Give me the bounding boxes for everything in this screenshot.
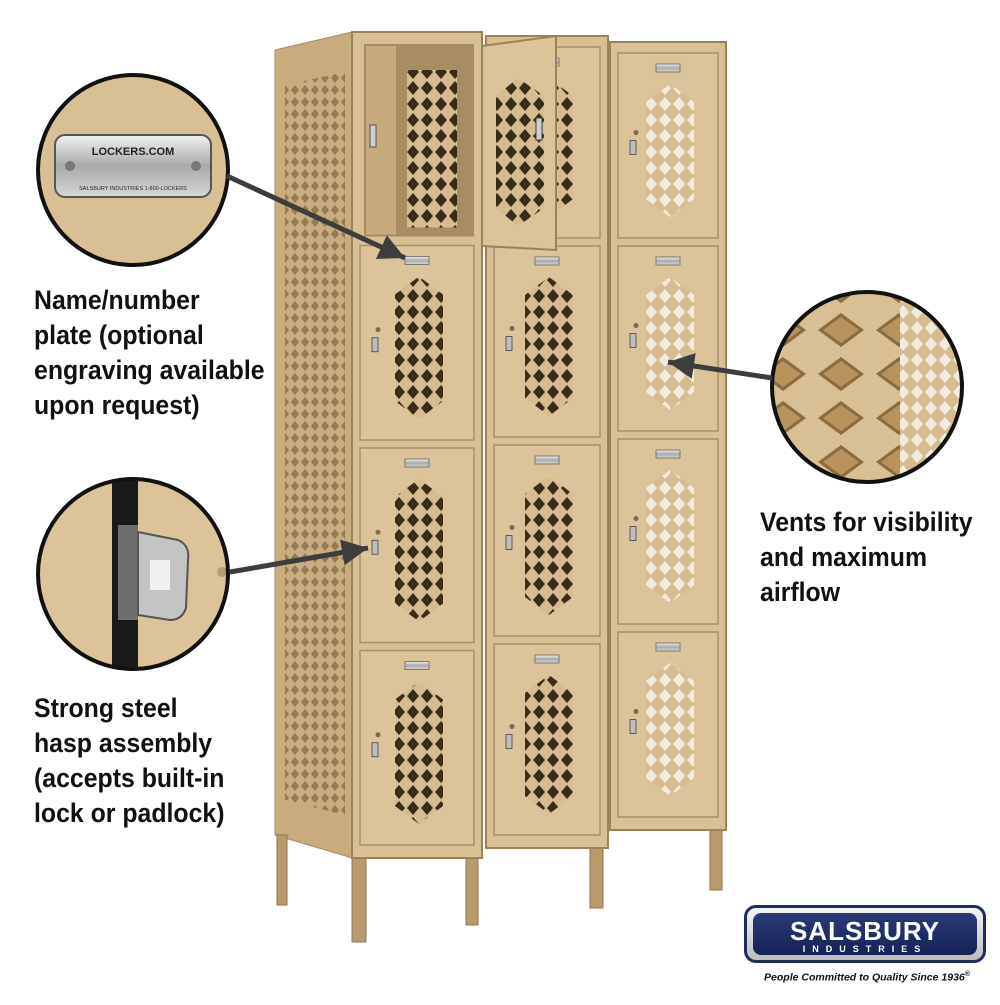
door-rivet <box>509 326 515 331</box>
hasp-caption: Strong steel hasp assembly (accepts buil… <box>34 691 224 831</box>
door-rivet <box>509 724 515 729</box>
name-plate-arrow-line <box>225 173 407 261</box>
zoom-plate <box>54 134 212 198</box>
door-vent <box>395 681 443 824</box>
locker-leg <box>589 841 604 909</box>
door-name-plate <box>404 458 430 468</box>
open-door-latch <box>535 117 543 141</box>
name-plate-arrow-head <box>375 235 405 259</box>
zoom-ring <box>36 477 230 671</box>
caption-line: engraving available <box>34 355 265 385</box>
door-name-plate <box>534 455 560 465</box>
door-hasp <box>629 719 637 734</box>
hasp-arrow-head <box>340 539 368 566</box>
name-plate-zoom-content: LOCKERS.COM SALSBURY INDUSTRIES 1-800-LOC… <box>54 134 212 198</box>
door-vent <box>525 476 573 615</box>
door-vent <box>646 84 694 217</box>
latch-bar <box>369 124 377 148</box>
plate-text-top: LOCKERS.COM <box>92 146 175 158</box>
vent-arrow-head <box>668 353 696 379</box>
door-vent <box>646 663 694 796</box>
door-name-plate <box>655 642 681 652</box>
zoom-mesh-light <box>900 292 962 482</box>
door-vent <box>525 675 573 814</box>
locker-leg <box>351 854 367 943</box>
caption-line: Strong steel <box>34 693 178 723</box>
vent-zoom-content <box>772 292 962 482</box>
caption-line: hasp assembly <box>34 728 213 758</box>
door-hasp <box>505 336 513 351</box>
plate-text-bottom: SALSBURY INDUSTRIES 1-800-LOCKERS <box>79 186 187 192</box>
door-name-plate <box>404 661 430 670</box>
door-name-plate <box>534 654 560 664</box>
door-rivet <box>375 529 381 535</box>
door-hasp <box>505 734 513 749</box>
door-hasp <box>371 742 379 758</box>
door-name-plate <box>655 63 681 73</box>
hasp-plate <box>118 525 138 620</box>
caption-line: plate (optional <box>34 320 204 350</box>
door-vent <box>395 479 443 622</box>
logo-badge: SALSBURY INDUSTRIES <box>744 905 986 963</box>
rivet <box>217 567 227 577</box>
caption-line: Vents for visibility <box>760 507 973 537</box>
brand-subtitle: INDUSTRIES <box>802 944 928 954</box>
caption-line: and maximum <box>760 542 928 572</box>
door-hasp <box>371 337 379 353</box>
door-vent <box>395 276 443 419</box>
door-hasp <box>371 539 379 555</box>
door-hasp <box>505 535 513 550</box>
vents-caption: Vents for visibility and maximum airflow <box>760 505 973 610</box>
brand-tagline: People Committed to Quality Since 1936® <box>764 971 970 984</box>
door-vent <box>646 470 694 603</box>
caption-line: upon request) <box>34 390 200 420</box>
door-name-plate <box>655 256 681 266</box>
door-rivet <box>633 130 639 135</box>
door-hasp <box>629 140 637 155</box>
plate-screw <box>65 161 75 171</box>
open-door-vent <box>496 78 544 226</box>
door-hasp <box>629 526 637 541</box>
door-name-plate <box>404 256 430 265</box>
caption-line: (accepts built-in <box>34 763 225 793</box>
zoom-mesh <box>772 292 900 482</box>
door-rivet <box>633 516 639 521</box>
side-vent-mesh <box>285 72 345 815</box>
door-rivet <box>633 323 639 328</box>
hasp-highlight <box>150 560 170 590</box>
caption-line: Name/number <box>34 285 200 315</box>
brand-name: SALSBURY <box>789 916 941 946</box>
zoom-ring <box>770 290 964 484</box>
door-rivet <box>509 525 515 530</box>
hasp-zoom-content <box>112 480 227 669</box>
name-plate-caption: Name/number plate (optional engraving av… <box>34 283 265 423</box>
salsbury-logo: SALSBURY INDUSTRIES People Committed to … <box>742 903 992 995</box>
door-rivet <box>375 732 381 738</box>
compartment-back-mesh <box>407 70 457 228</box>
caption-line: airflow <box>760 577 841 607</box>
locker-leg <box>276 834 288 906</box>
door-hasp <box>629 333 637 348</box>
plate-screw <box>191 161 201 171</box>
door-name-plate <box>655 449 681 459</box>
door-rivet <box>633 709 639 714</box>
caption-line: lock or padlock) <box>34 798 225 828</box>
door-rivet <box>375 327 381 333</box>
door-vent <box>525 277 573 416</box>
door-vent <box>646 277 694 410</box>
zoom-ring <box>36 73 230 267</box>
door-name-plate <box>534 256 560 266</box>
